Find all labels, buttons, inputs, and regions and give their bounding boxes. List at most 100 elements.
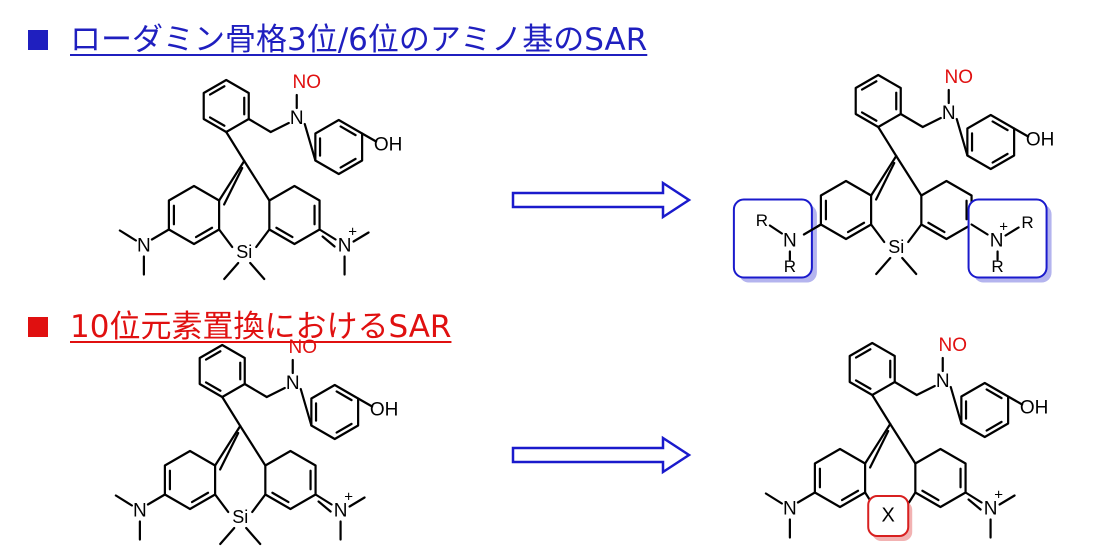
reaction-arrow: [511, 435, 692, 475]
methyl-bond: [249, 261, 266, 281]
bond: [218, 159, 246, 202]
nitroso-group: NO: [288, 337, 317, 358]
double-bond: [985, 388, 1003, 400]
r-group: R: [991, 257, 1003, 276]
bond: [243, 159, 271, 202]
bond: [871, 393, 892, 426]
amine-highlight-box: [732, 198, 813, 279]
bond: [265, 386, 286, 399]
bond: [802, 223, 822, 236]
bond: [214, 493, 230, 514]
charge-plus: +: [994, 486, 1003, 503]
iminium-highlight-box: [967, 198, 1048, 279]
double-bond: [991, 120, 1009, 132]
atom-n: N: [783, 499, 797, 520]
benzyl-ring: [202, 78, 250, 134]
bond: [921, 116, 942, 129]
bond: [949, 385, 963, 425]
r-group: R: [784, 257, 796, 276]
x-highlight-box: [867, 495, 910, 537]
hydroxyl-group: OH: [1026, 130, 1055, 151]
atom-n: N: [286, 373, 300, 394]
bond: [889, 422, 917, 465]
bond: [221, 395, 242, 428]
heading-text: ローダミン骨格3位/6位のアミノ基のSAR: [70, 22, 648, 58]
double-bond: [840, 489, 860, 502]
methyl-bond: [764, 492, 783, 505]
double-bond: [335, 390, 353, 402]
bond: [269, 121, 290, 134]
charge-plus: +: [999, 218, 1008, 235]
xanthene-ring-right: [920, 179, 973, 241]
methyl-bond: [348, 496, 366, 508]
r-group: R: [1021, 213, 1033, 232]
atom-n-plus: N: [338, 236, 352, 257]
methyl-bond: [352, 231, 370, 243]
double-bond: [335, 422, 353, 434]
nitroso-group: NO: [938, 335, 967, 356]
methyl-bond: [219, 526, 236, 546]
heading-amino-sar: ローダミン骨格3位/6位のアミノ基のSAR: [28, 22, 647, 58]
bond: [146, 493, 166, 506]
heading-position10-sar: 10位元素置換におけるSAR: [28, 309, 451, 345]
bond: [915, 384, 936, 397]
xanthene-ring-right: [264, 449, 317, 511]
transformation-arrow-top: [511, 180, 692, 220]
double-bond: [921, 489, 940, 502]
double-bond: [194, 226, 214, 239]
double-bond: [204, 381, 222, 392]
bond: [303, 122, 317, 162]
double-bond: [223, 166, 244, 206]
double-bond: [991, 152, 1009, 164]
double-bond: [869, 429, 890, 469]
methyl-bond: [118, 229, 137, 242]
atom-si: Si: [236, 242, 252, 262]
bond: [357, 397, 374, 408]
xanthene-ring-left: [813, 447, 867, 509]
bond: [247, 117, 272, 134]
xanthene-ring-left: [167, 184, 221, 246]
atom-si: Si: [232, 507, 248, 527]
heading-bullet: [28, 30, 48, 50]
atom-x: X: [882, 504, 895, 526]
r-bond: [768, 224, 783, 235]
atom-si: Si: [888, 237, 904, 257]
charge-plus: +: [344, 488, 353, 505]
nitroso-group: NO: [944, 67, 973, 88]
double-bond: [219, 431, 240, 471]
atom-n: N: [133, 501, 147, 522]
double-bond: [927, 221, 946, 234]
methyl-bond: [901, 256, 918, 276]
methyl-bond: [998, 494, 1016, 506]
bond: [243, 382, 268, 399]
methyl-bond: [114, 494, 133, 507]
hydroxyl-group: OH: [370, 400, 399, 421]
bond: [864, 422, 892, 465]
double-bond: [190, 491, 210, 504]
xanthene-ring-left: [819, 179, 873, 241]
bond: [214, 424, 242, 467]
double-bond: [854, 379, 872, 390]
bond: [318, 228, 337, 241]
methyl-bond: [875, 256, 892, 276]
atom-n: N: [936, 371, 950, 392]
xanthene-ring-right: [268, 184, 321, 246]
double-bond: [271, 491, 290, 504]
atom-n-plus: N: [984, 499, 998, 520]
bond: [218, 228, 234, 249]
atom-n: N: [290, 108, 304, 129]
bond: [796, 491, 816, 504]
heading-text: 10位元素置換におけるSAR: [70, 309, 452, 345]
bond: [299, 387, 313, 427]
double-bond: [875, 161, 896, 201]
benzyl-ring: [854, 73, 902, 129]
atom-n-plus: N: [334, 501, 348, 522]
bond: [877, 125, 898, 158]
heading-bullet: [28, 317, 48, 337]
double-bond: [208, 116, 226, 127]
benzyl-ring: [848, 341, 896, 397]
xanthene-ring-right: [914, 447, 967, 509]
